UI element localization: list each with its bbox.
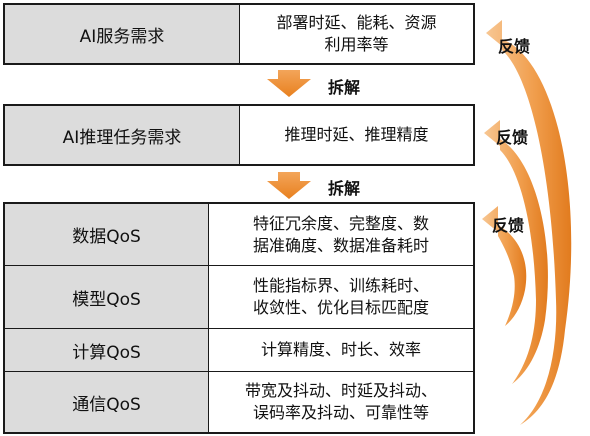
qos-row-comm-detail: 带宽及抖动、时延及抖动、 误码率及抖动、可靠性等 <box>209 372 473 432</box>
feedback-arrow-middle-icon <box>484 120 548 384</box>
qos-row-model-detail: 性能指标界、训练耗时、 收敛性、优化目标匹配度 <box>209 266 473 328</box>
qos-row-model-line2: 收敛性、优化目标匹配度 <box>252 298 429 317</box>
decompose-label-1: 拆解 <box>328 78 361 97</box>
ai-service-detail-line1: 部署时延、能耗、资源 <box>276 13 437 32</box>
qos-row-comm-line1: 带宽及抖动、时延及抖动、 <box>244 381 437 400</box>
feedback-label-2: 反馈 <box>496 128 529 147</box>
qos-row-model-name: 模型QoS <box>5 266 208 328</box>
qos-row-model-line1: 性能指标界、训练耗时、 <box>252 276 429 295</box>
feedback-arrow-outer-icon <box>486 20 572 425</box>
ai-service-detail-line2: 利用率等 <box>324 35 389 54</box>
ai-inference-detail: 推理时延、推理精度 <box>240 106 473 164</box>
qos-row-compute-name: 计算QoS <box>5 329 208 371</box>
decompose-label-2: 拆解 <box>328 179 361 198</box>
ai-inference-title: AI推理任务需求 <box>5 106 239 164</box>
qos-row-data-name: 数据QoS <box>5 204 208 265</box>
qos-row-compute-detail: 计算精度、时长、效率 <box>209 329 473 371</box>
qos-row-data-detail: 特征冗余度、完整度、数 据准确度、数据准备耗时 <box>209 204 473 265</box>
feedback-label-3: 反馈 <box>492 216 525 235</box>
ai-service-block: AI服务需求 部署时延、能耗、资源 利用率等 <box>3 3 475 65</box>
decompose-arrow-icon <box>267 172 311 199</box>
qos-row-data-line2: 据准确度、数据准备耗时 <box>252 235 429 255</box>
ai-service-title: AI服务需求 <box>5 5 239 63</box>
ai-inference-block: AI推理任务需求 推理时延、推理精度 <box>3 104 475 166</box>
qos-row-data-line1: 特征冗余度、完整度、数 <box>252 213 429 233</box>
qos-table: 数据QoS 特征冗余度、完整度、数 据准确度、数据准备耗时 模型QoS 性能指标… <box>3 202 475 434</box>
ai-service-detail: 部署时延、能耗、资源 利用率等 <box>240 5 473 63</box>
decompose-arrow-icon <box>267 70 311 97</box>
qos-row-comm-name: 通信QoS <box>5 372 208 432</box>
feedback-arrow-inner-icon <box>482 206 527 326</box>
qos-row-comm-line2: 误码率及抖动、可靠性等 <box>252 403 429 422</box>
feedback-label-1: 反馈 <box>498 37 531 56</box>
